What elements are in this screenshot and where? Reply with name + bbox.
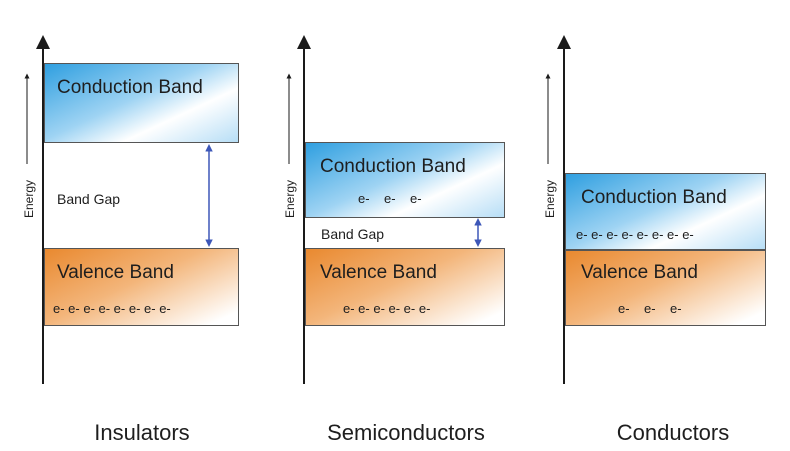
- conduction-band-1: Conduction Band: [44, 63, 239, 143]
- band-gap-label-1: Band Gap: [57, 191, 121, 207]
- valence-band-title-2: Valence Band: [320, 262, 437, 283]
- energy-label-1: Energy: [22, 179, 36, 218]
- conduction-electrons-3: e- e- e- e- e- e- e- e-: [576, 227, 694, 242]
- valence-band-1: Valence Band e- e- e- e- e- e- e- e-: [44, 248, 239, 326]
- valence-band-3: Valence Band e- e- e-: [565, 250, 766, 326]
- valence-band-title-3: Valence Band: [581, 262, 698, 283]
- band-gap-label-2: Band Gap: [321, 226, 385, 242]
- valence-band-2: Valence Band e- e- e- e- e- e-: [305, 248, 505, 326]
- valence-band-title-1: Valence Band: [57, 262, 174, 283]
- caption-insulators: Insulators: [94, 420, 190, 445]
- conduction-band-title-3: Conduction Band: [581, 187, 727, 208]
- valence-electrons-2: e- e- e- e- e- e-: [343, 301, 431, 316]
- valence-electrons-1: e- e- e- e- e- e- e- e-: [53, 301, 171, 316]
- energy-label-3: Energy: [543, 179, 557, 218]
- conduction-band-2: Conduction Band e- e- e-: [305, 142, 505, 218]
- conduction-band-3: Conduction Band e- e- e- e- e- e- e- e-: [565, 173, 766, 250]
- conduction-electrons-2: e- e- e-: [358, 191, 422, 206]
- caption-semiconductors: Semiconductors: [327, 420, 485, 445]
- conduction-band-title-2: Conduction Band: [320, 156, 466, 177]
- caption-conductors: Conductors: [616, 420, 730, 445]
- energy-label-2: Energy: [283, 179, 297, 218]
- valence-electrons-3: e- e- e-: [618, 301, 682, 316]
- conduction-band-title-1: Conduction Band: [57, 77, 203, 98]
